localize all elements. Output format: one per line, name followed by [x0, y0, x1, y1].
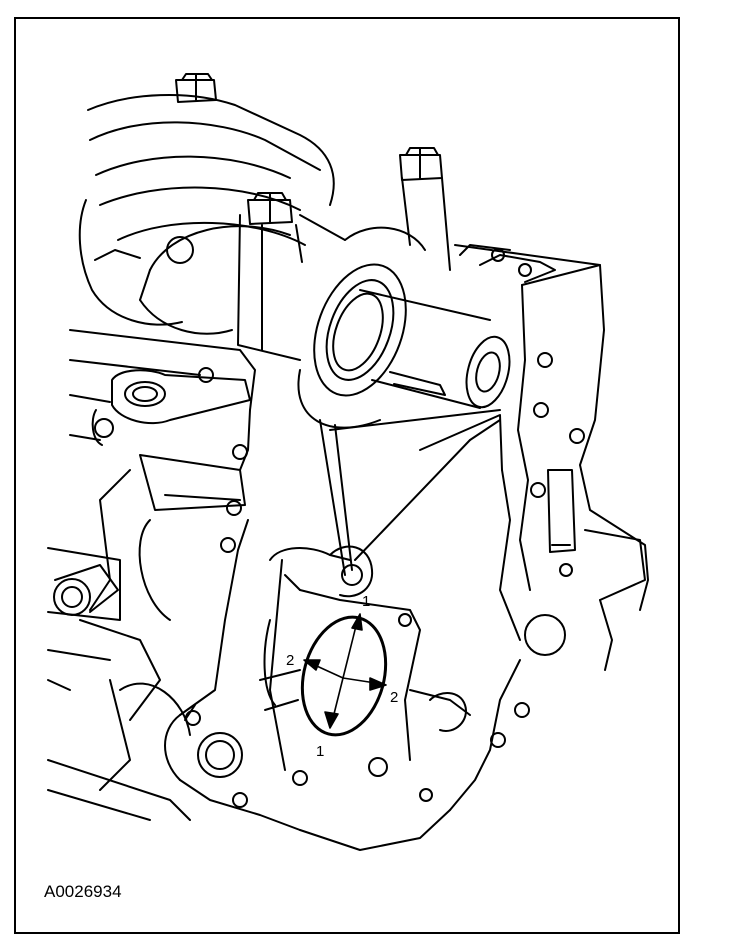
camshaft-bearing-caps — [78, 93, 335, 335]
callout-bottom: 1 — [316, 743, 324, 760]
callout-right: 2 — [390, 689, 398, 706]
bolt-left — [175, 73, 217, 103]
bolt-middle — [399, 147, 443, 181]
block-right-side — [454, 244, 649, 748]
callout-labels: 1 2 2 1 — [286, 593, 398, 760]
direction-arrows — [303, 613, 387, 729]
callout-top: 1 — [362, 593, 370, 610]
block-left-side — [47, 329, 256, 821]
callout-left: 2 — [286, 652, 294, 669]
oil-pump-housing — [164, 409, 521, 851]
bearing-cap-towers — [237, 177, 451, 361]
figure-reference-id: A0026934 — [44, 882, 122, 901]
bolt-right — [247, 192, 293, 225]
center-strut — [319, 409, 521, 641]
crankshaft-snout — [297, 263, 511, 429]
